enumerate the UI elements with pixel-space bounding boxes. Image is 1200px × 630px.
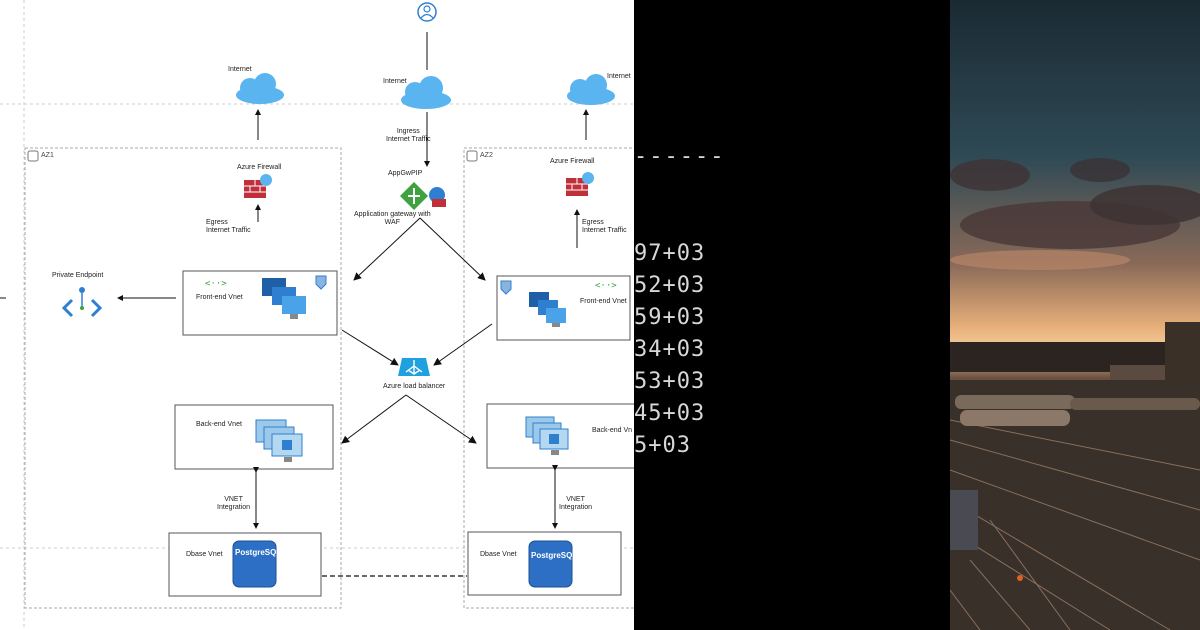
appgw-pip-label: AppGwPIP [388, 170, 423, 177]
vm-icon [529, 292, 566, 327]
az2-label: AZ2 [480, 152, 493, 159]
flow-arrow [341, 394, 407, 444]
vnet-integration-label: VNET Integration [217, 496, 251, 511]
flow-arrow [341, 329, 399, 366]
terminal-line: 52+03 [634, 273, 706, 298]
internet-label: Internet [607, 73, 631, 80]
firewall-icon [566, 172, 594, 196]
firewall-label: Azure Firewall [550, 158, 595, 165]
egress-label: Egress Internet Traffic [582, 219, 627, 234]
terminal-output: ------ 97+03 52+03 59+03 34+03 53+03 45+… [634, 0, 950, 630]
shield-icon [315, 275, 327, 290]
vnet-icon: <··> [205, 279, 227, 289]
terminal-line: 97+03 [634, 241, 706, 266]
load-balancer-label: Azure load balancer [383, 383, 446, 390]
frontend-vnet-label: Front-end Vnet [580, 298, 627, 305]
photo-illustration [950, 0, 1200, 630]
dbase-vnet-label: Dbase Vnet [186, 551, 223, 558]
terminal-line: 53+03 [634, 369, 706, 394]
terminal-dashes: ------ [634, 144, 726, 169]
ingress-label: Ingress Internet Traffic [386, 128, 431, 143]
cloud-icon [236, 73, 284, 104]
zone-icon [27, 150, 39, 162]
backend-vnet-box [174, 404, 334, 470]
firewall-label: Azure Firewall [237, 164, 282, 171]
user-icon [417, 2, 437, 22]
backend-vnet-label: Back-end Vnet [196, 421, 242, 428]
postgresql-icon [232, 540, 277, 588]
terminal-line: 45+03 [634, 401, 706, 426]
shield-icon [500, 280, 512, 295]
postgresql-icon [528, 540, 573, 588]
flow-arrow [433, 323, 493, 366]
architecture-diagram: <··> <··> <··> <··> <··> <··> [0, 0, 634, 630]
flow-arrow [353, 217, 421, 281]
load-balancer-icon [398, 358, 430, 376]
private-endpoint-icon [61, 287, 103, 318]
az1-zone [24, 147, 342, 609]
frontend-vnet-label: Front-end Vnet [196, 294, 243, 301]
vm-icon [525, 416, 569, 455]
postgresql-label: PostgreSQL [235, 548, 282, 557]
internet-label: Internet [228, 66, 252, 73]
terminal-line: 5+03 [634, 433, 691, 458]
zone-icon [466, 150, 478, 162]
vm-icon [262, 278, 306, 319]
flow-arrow [405, 394, 477, 444]
waf-icon [429, 187, 446, 207]
firewall-icon [244, 174, 272, 198]
terminal-line: 34+03 [634, 337, 706, 362]
vnet-integration-label: VNET Integration [559, 496, 593, 511]
internet-label: Internet [383, 78, 407, 85]
frontend-vnet-box [182, 270, 338, 336]
svg-text:<··>: <··> [595, 281, 617, 291]
flow-arrow [419, 217, 486, 281]
vnet-icon: <··> [595, 281, 617, 291]
vm-icon [255, 419, 303, 462]
terminal-line: 59+03 [634, 305, 706, 330]
railway-sunset-photo [950, 0, 1200, 630]
az2-zone [463, 147, 634, 609]
az1-label: AZ1 [41, 152, 54, 159]
appgw-label: Application gateway with WAF [354, 211, 431, 226]
app-gateway-icon [400, 182, 428, 210]
cloud-icon [567, 74, 615, 105]
svg-text:<··>: <··> [205, 279, 227, 289]
postgresql-label: PostgreSQL [531, 551, 578, 560]
diagram-canvas: <··> <··> <··> <··> <··> <··> [0, 0, 634, 630]
dbase-vnet-label: Dbase Vnet [480, 551, 517, 558]
cloud-icon [401, 76, 451, 109]
backend-vnet-label: Back-end Vn [592, 427, 633, 434]
egress-label: Egress Internet Traffic [206, 219, 251, 234]
private-endpoint-label: Private Endpoint [52, 272, 104, 279]
